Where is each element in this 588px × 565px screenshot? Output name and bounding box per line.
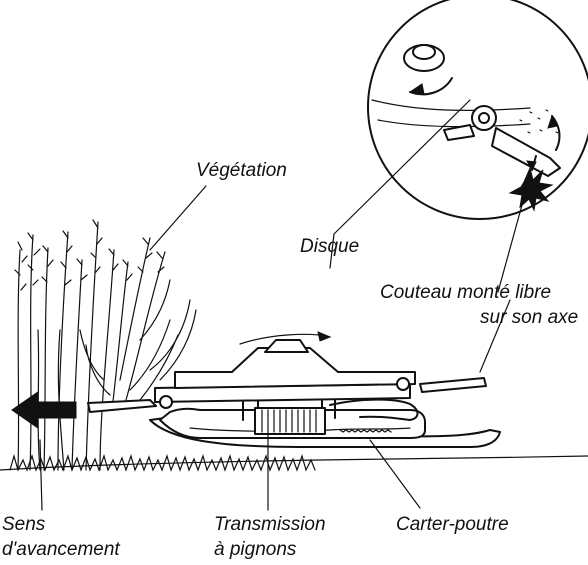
label-sens-line1: Sens	[2, 514, 45, 536]
label-disque: Disque	[300, 236, 359, 258]
label-transmission-line2: à pignons	[214, 539, 296, 561]
label-vegetation: Végétation	[196, 160, 287, 182]
label-couteau-line2: sur son axe	[480, 307, 578, 329]
label-transmission-line1: Transmission	[214, 514, 326, 536]
label-couteau-line1: Couteau monté libre	[380, 282, 551, 304]
label-carter-poutre: Carter-poutre	[396, 514, 509, 536]
direction-arrow	[12, 392, 76, 428]
ground-grass	[0, 456, 588, 470]
label-sens-line2: d'avancement	[2, 539, 120, 561]
detail-magnifier-circle	[368, 0, 588, 219]
gear-transmission	[255, 396, 325, 434]
